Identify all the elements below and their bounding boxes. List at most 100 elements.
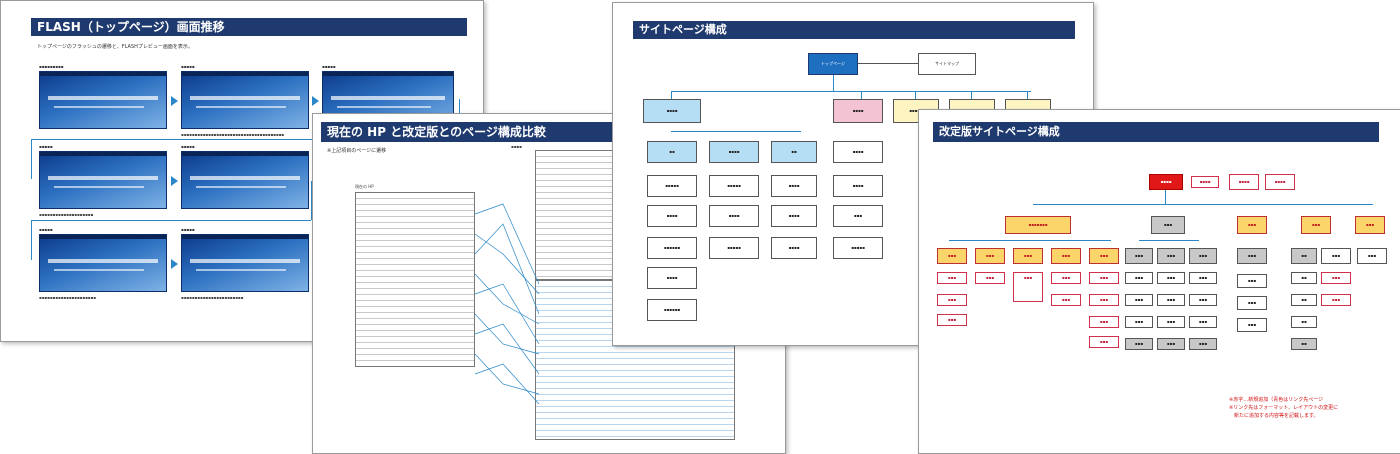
node-level2: ▪▪ bbox=[647, 141, 697, 163]
caption-text: ▪▪▪▪▪▪▪▪▪▪▪▪▪▪▪▪▪▪▪▪▪▪▪▪▪▪▪▪▪▪▪▪▪▪▪▪▪▪ bbox=[181, 132, 285, 137]
node-level3: ▪▪▪ bbox=[1051, 272, 1081, 284]
node-level3: ▪▪▪▪ bbox=[771, 205, 817, 227]
node-level3: ▪▪▪ bbox=[1157, 294, 1185, 306]
flash-screenshot-1 bbox=[39, 71, 167, 129]
caption-text: ▪▪▪▪▪▪▪▪▪▪▪▪▪▪▪▪▪▪▪▪▪▪▪ bbox=[181, 295, 244, 300]
node-level3: ▪▪▪▪ bbox=[771, 175, 817, 197]
connector-line bbox=[1139, 240, 1199, 241]
node-sitemap: サイトマップ bbox=[918, 53, 976, 75]
node-level0: ▪▪▪▪ bbox=[1191, 176, 1219, 188]
node-level3: ▪▪▪▪▪ bbox=[647, 175, 697, 197]
node-level2: ▪▪▪ bbox=[1189, 248, 1217, 264]
node-level3: ▪▪ bbox=[1291, 338, 1317, 350]
node-level3: ▪▪▪ bbox=[1013, 272, 1043, 302]
connector-line bbox=[31, 139, 32, 179]
page-title-site-structure: サイトページ構成 bbox=[633, 21, 1075, 39]
thumbnail-label: ▪▪▪▪▪ bbox=[322, 64, 336, 69]
node-level2: ▪▪▪▪ bbox=[833, 175, 883, 197]
node-level3: ▪▪ bbox=[1291, 294, 1317, 306]
node-level3: ▪▪▪ bbox=[937, 314, 967, 326]
thumbnail-label: ▪▪▪▪▪ bbox=[181, 144, 195, 149]
node-level3: ▪▪▪ bbox=[975, 272, 1005, 284]
node-level3: ▪▪▪ bbox=[1157, 316, 1185, 328]
node-level3: ▪▪▪ bbox=[1321, 272, 1351, 284]
node-level0: ▪▪▪▪ bbox=[1265, 174, 1295, 190]
node-level3: ▪▪▪ bbox=[1125, 316, 1153, 328]
node-level1: ▪▪▪ bbox=[1151, 216, 1185, 234]
connector-line bbox=[858, 63, 918, 64]
node-level3: ▪▪▪▪▪▪ bbox=[647, 299, 697, 321]
flash-screenshot-7 bbox=[181, 234, 309, 292]
node-level2: ▪▪▪ bbox=[1237, 248, 1267, 264]
table-heading-current: 現在の HP bbox=[355, 184, 374, 189]
node-level3: ▪▪▪ bbox=[1089, 294, 1119, 306]
thumbnail-label: ▪▪▪▪▪▪▪▪▪ bbox=[39, 64, 64, 69]
legend-note: ※赤字…新規追加（青色はリンク先ページ bbox=[1229, 397, 1324, 403]
node-level3: ▪▪▪ bbox=[937, 294, 967, 306]
node-level3: ▪▪▪▪ bbox=[771, 237, 817, 259]
node-level2: ▪▪▪ bbox=[1051, 248, 1081, 264]
arrow-right-icon bbox=[171, 96, 178, 106]
node-level2: ▪▪▪ bbox=[1125, 248, 1153, 264]
node-level3: ▪▪▪ bbox=[1189, 338, 1217, 350]
node-level3: ▪▪▪ bbox=[1125, 272, 1153, 284]
node-level3: ▪▪▪ bbox=[1157, 338, 1185, 350]
node-level2: ▪▪▪ bbox=[1321, 248, 1351, 264]
connector-line bbox=[861, 91, 862, 99]
node-level2: ▪▪▪ bbox=[975, 248, 1005, 264]
document-page-revised-structure: 改定版サイトページ構成 ▪▪▪▪ ▪▪▪▪ ▪▪▪▪ ▪▪▪▪ ▪▪▪▪▪▪▪ … bbox=[918, 109, 1400, 454]
connector-line bbox=[971, 91, 972, 99]
node-level3: ▪▪▪ bbox=[1157, 272, 1185, 284]
connector-line bbox=[31, 220, 311, 221]
thumbnail-label: ▪▪▪▪▪ bbox=[181, 64, 195, 69]
node-level3: ▪▪▪▪▪▪ bbox=[647, 237, 697, 259]
node-level2: ▪▪▪ bbox=[1157, 248, 1185, 264]
node-level3: ▪▪▪ bbox=[1051, 294, 1081, 306]
node-level2: ▪▪▪▪ bbox=[709, 141, 759, 163]
connector-line bbox=[671, 91, 1031, 92]
page-title-comparison: 現在の HP と改定版とのページ構成比較 bbox=[321, 122, 627, 142]
flash-screenshot-5 bbox=[181, 151, 309, 209]
flash-screenshot-2 bbox=[181, 71, 309, 129]
node-level3: ▪▪▪▪▪ bbox=[709, 175, 759, 197]
connector-line bbox=[949, 240, 1111, 241]
node-level3: ▪▪▪ bbox=[1237, 296, 1267, 310]
connector-line bbox=[671, 91, 672, 99]
node-level1: ▪▪▪▪▪▪▪ bbox=[1005, 216, 1071, 234]
flash-screenshot-4 bbox=[39, 151, 167, 209]
connector-line bbox=[915, 91, 916, 99]
page-subtitle-flash: トップページのフラッシュの遷移と、FLASHプレビュー画面を表示。 bbox=[37, 44, 193, 50]
arrow-right-icon bbox=[171, 176, 178, 186]
connector-line bbox=[1165, 190, 1166, 204]
mapping-lines bbox=[474, 203, 540, 405]
node-level2: ▪▪▪ bbox=[937, 248, 967, 264]
node-level1: ▪▪▪ bbox=[1301, 216, 1331, 234]
node-level3: ▪▪▪ bbox=[937, 272, 967, 284]
current-site-table bbox=[355, 192, 475, 367]
node-level3: ▪▪ bbox=[1291, 316, 1317, 328]
connector-line bbox=[31, 139, 459, 140]
connector-line bbox=[833, 75, 834, 91]
node-top-page: トップページ bbox=[808, 53, 858, 75]
node-level2: ▪▪▪ bbox=[1013, 248, 1043, 264]
connector-line bbox=[1033, 204, 1373, 205]
node-level2: ▪▪▪▪▪ bbox=[833, 237, 883, 259]
connector-line bbox=[31, 220, 32, 260]
flash-screenshot-6 bbox=[39, 234, 167, 292]
node-level3: ▪▪▪ bbox=[1089, 336, 1119, 348]
node-level1: ▪▪▪ bbox=[1355, 216, 1385, 234]
node-level3: ▪▪▪ bbox=[1321, 294, 1351, 306]
thumbnail-label: ▪▪▪▪▪ bbox=[39, 144, 53, 149]
node-level3: ▪▪▪ bbox=[1189, 294, 1217, 306]
node-level2: ▪▪▪ bbox=[1357, 248, 1387, 264]
arrow-right-icon bbox=[171, 259, 178, 269]
node-level1: ▪▪▪ bbox=[1237, 216, 1267, 234]
node-level3: ▪▪▪ bbox=[1189, 272, 1217, 284]
node-level3: ▪▪▪ bbox=[1189, 316, 1217, 328]
thumbnail-label: ▪▪▪▪▪ bbox=[39, 227, 53, 232]
node-level3: ▪▪▪ bbox=[1125, 294, 1153, 306]
node-level2: ▪▪▪ bbox=[1089, 248, 1119, 264]
table-heading-revised: ▪▪▪▪ bbox=[511, 144, 522, 149]
caption-text: ▪▪▪▪▪▪▪▪▪▪▪▪▪▪▪▪▪▪▪▪ bbox=[39, 212, 94, 217]
node-level1: ▪▪▪▪ bbox=[833, 99, 883, 123]
